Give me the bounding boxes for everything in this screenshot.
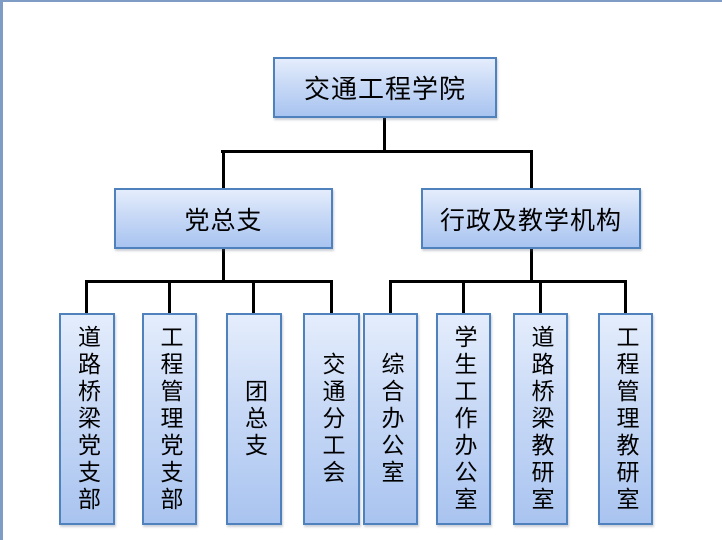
- node-admin-teaching-orgs: 行政及教学机构: [421, 188, 641, 249]
- node-label: 行政及教学机构: [439, 206, 622, 235]
- connector-line: [85, 280, 88, 313]
- connector-line: [624, 280, 627, 313]
- node-student-affairs-office: 学生工作办公室: [436, 313, 491, 525]
- node-youth-league-branch: 团总支: [226, 313, 282, 525]
- node-college-root: 交通工程学院: [273, 57, 497, 118]
- node-road-bridge-party-branch: 道路桥梁党支部: [59, 313, 115, 525]
- connector-line: [222, 150, 225, 188]
- node-label: 党总支: [184, 206, 263, 235]
- node-label: 团总支: [241, 378, 268, 460]
- connector-level1-rail: [221, 150, 533, 153]
- connector-line: [252, 280, 255, 313]
- connector-line: [168, 280, 171, 313]
- node-label: 道路桥梁教研室: [528, 324, 554, 514]
- node-label: 交通分工会: [319, 351, 345, 487]
- node-general-office: 综合办公室: [363, 313, 418, 525]
- page-border-top: [0, 0, 722, 2]
- node-label: 综合办公室: [378, 351, 404, 487]
- connector-branch-b-stem: [530, 249, 533, 283]
- connector-line: [539, 280, 542, 313]
- connector-line: [462, 280, 465, 313]
- connector-line: [389, 280, 392, 313]
- connector-line: [530, 150, 533, 188]
- node-label: 工程管理教研室: [613, 324, 639, 514]
- connector-branch-a-stem: [222, 249, 225, 283]
- node-label: 交通工程学院: [303, 74, 466, 104]
- connector-branch-b-rail: [389, 280, 627, 283]
- page-border-left: [0, 0, 3, 540]
- connector-root-stem: [383, 118, 386, 151]
- node-engineering-mgmt-teaching-research-office: 工程管理教研室: [598, 313, 653, 525]
- node-label: 道路桥梁党支部: [74, 324, 101, 514]
- node-road-bridge-teaching-research-office: 道路桥梁教研室: [513, 313, 568, 525]
- node-party-general-branch: 党总支: [114, 188, 333, 249]
- node-engineering-mgmt-party-branch: 工程管理党支部: [142, 313, 197, 525]
- node-transport-trade-union: 交通分工会: [303, 313, 360, 525]
- connector-branch-a-rail: [85, 280, 333, 283]
- node-label: 学生工作办公室: [451, 324, 477, 514]
- node-label: 工程管理党支部: [157, 324, 183, 514]
- connector-line: [330, 280, 333, 313]
